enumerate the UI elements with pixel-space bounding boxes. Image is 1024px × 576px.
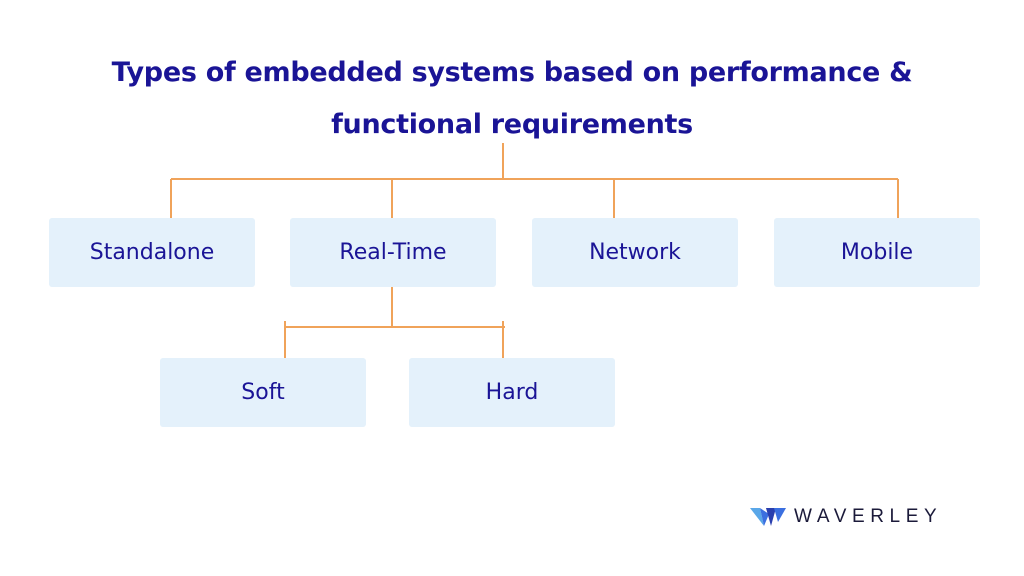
node-soft-label: Soft xyxy=(241,380,285,405)
node-real-time: Real-Time xyxy=(290,218,496,287)
node-standalone: Standalone xyxy=(49,218,255,287)
node-network: Network xyxy=(532,218,738,287)
waverley-logo-icon xyxy=(750,508,786,526)
node-hard: Hard xyxy=(409,358,615,427)
diagram-title-line-1: Types of embedded systems based on perfo… xyxy=(111,57,913,88)
waverley-logo-text: WAVERLEY xyxy=(794,506,943,527)
node-real-time-label: Real-Time xyxy=(339,240,447,265)
node-standalone-label: Standalone xyxy=(89,240,215,265)
node-soft: Soft xyxy=(160,358,366,427)
diagram-title-line-2: functional requirements xyxy=(331,109,693,140)
node-mobile-label: Mobile xyxy=(840,240,914,265)
node-mobile: Mobile xyxy=(774,218,980,287)
waverley-logo: WAVERLEY xyxy=(750,505,942,529)
node-hard-label: Hard xyxy=(485,380,539,405)
node-network-label: Network xyxy=(589,240,681,265)
